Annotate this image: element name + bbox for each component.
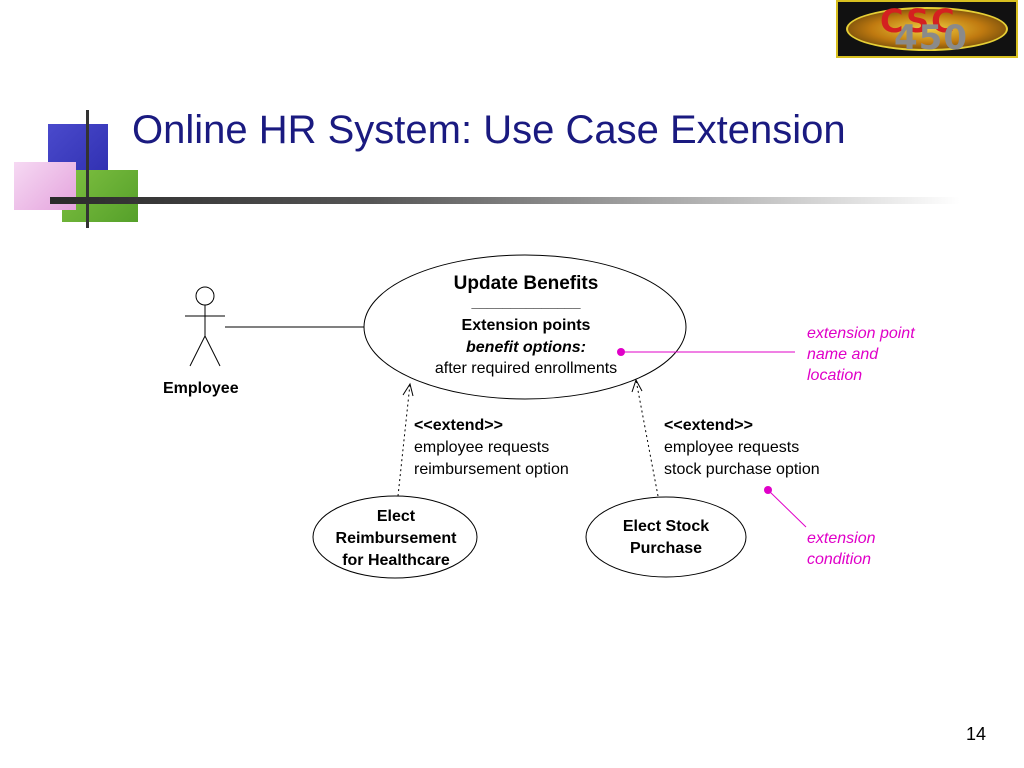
extension-points-label: Extension points	[461, 317, 591, 334]
extend-stereotype: <<extend>>	[664, 417, 753, 434]
extend-stereotype: <<extend>>	[414, 417, 503, 434]
extend-condition-line: stock purchase option	[664, 461, 820, 478]
annotation-extension-point: extension point name and location	[807, 323, 915, 386]
use-case-line: Purchase	[629, 540, 703, 557]
use-case-line: Reimbursement	[335, 530, 457, 547]
annotation-line: extension point	[807, 325, 915, 342]
logo-text-bottom: 450	[894, 18, 968, 58]
use-case-line: for Healthcare	[342, 552, 450, 569]
use-case-line: Elect	[376, 508, 416, 525]
extend-arrow-1	[397, 382, 414, 497]
extend-arrow-2	[631, 378, 659, 497]
annotation-line: name and	[807, 346, 879, 363]
annotation-line: location	[807, 367, 863, 384]
extension-use-case-ellipse-2	[585, 496, 747, 578]
extend-condition-line: employee requests	[664, 439, 800, 456]
page-number: 14	[966, 724, 987, 744]
actor-figure-icon	[185, 286, 225, 367]
extension-use-case-label-1: Elect Reimbursement for Healthcare	[318, 506, 474, 572]
annotation-pointer-2	[764, 486, 807, 528]
logo-oval	[846, 7, 1008, 51]
base-use-case-ellipse	[363, 254, 687, 400]
base-use-case-name: Update Benefits	[453, 273, 599, 294]
use-case-line: Elect Stock	[622, 518, 710, 535]
slide-title: Online HR System: Use Case Extension	[132, 108, 846, 152]
extend-condition-line: employee requests	[414, 439, 550, 456]
course-logo: CSC 450	[836, 0, 1018, 58]
extend-label-2: <<extend>> employee requests stock purch…	[664, 415, 820, 481]
annotation-pointer-1	[617, 348, 795, 356]
compartment-separator: ______________	[471, 294, 581, 310]
annotation-extension-condition: extension condition	[807, 528, 876, 570]
extension-use-case-label-2: Elect Stock Purchase	[590, 516, 742, 560]
decor-vertical-bar	[86, 110, 89, 228]
annotation-line: extension	[807, 530, 876, 547]
base-use-case-text: Update Benefits ______________ Extension…	[400, 272, 652, 379]
title-underline-bar	[50, 197, 960, 204]
extend-label-1: <<extend>> employee requests reimburseme…	[414, 415, 569, 481]
extension-point-location: after required enrollments	[434, 360, 618, 377]
logo-text-top: CSC	[880, 2, 957, 40]
extension-use-case-ellipse-1	[312, 495, 478, 579]
annotation-line: condition	[807, 551, 872, 568]
extend-condition-line: reimbursement option	[414, 461, 569, 478]
actor-label: Employee	[163, 380, 239, 397]
extension-point-name: benefit options:	[466, 339, 586, 356]
